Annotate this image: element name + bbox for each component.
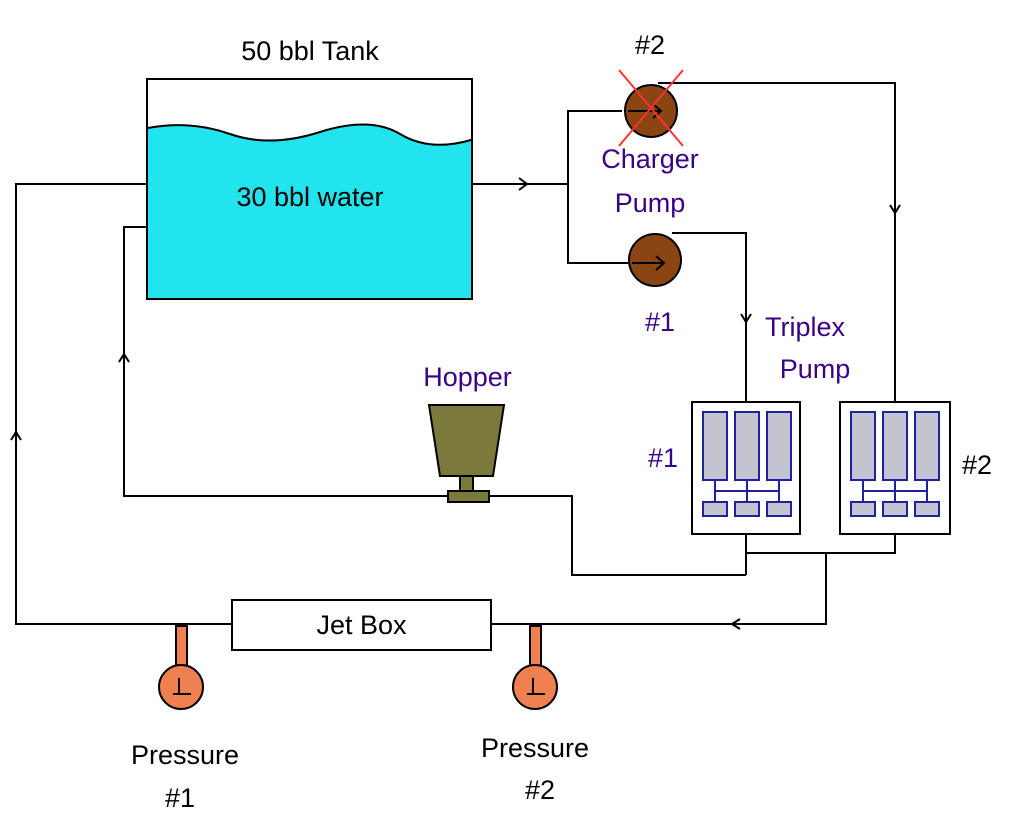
water-surface (147, 123, 472, 146)
charger-pump-2-arrowhead (652, 103, 663, 119)
triplex-1-crank-a (702, 501, 728, 517)
triplex-1-cylinder-a (702, 411, 728, 481)
triplex-2-cylinder-c (914, 411, 940, 481)
failure-x-mark-b (618, 69, 684, 147)
pressure-1-label-line2: #1 (164, 783, 196, 813)
arrow-down-triplex1 (740, 313, 752, 324)
tank-title: 50 bbl Tank (241, 36, 379, 66)
pipe-left-return (15, 183, 232, 625)
gauge-1-needle (173, 678, 191, 695)
charger-pump-label-line2: Pump (614, 188, 686, 218)
gauge-1-stem (175, 625, 188, 667)
arrow-left-discharge (730, 618, 741, 630)
pipe-triplex2-out (746, 534, 896, 554)
gauge-2-dial (512, 664, 558, 710)
triplex-pump-label-line1: Triplex (764, 312, 845, 342)
hopper-funnel (427, 404, 506, 477)
jet-box-label: Jet Box (316, 610, 407, 640)
pipe-charger2-to-triplex2 (658, 82, 896, 402)
triplex-pump-1-id: #1 (648, 443, 679, 473)
triplex-pump-2-id: #2 (962, 450, 993, 480)
charger-pump-1[interactable] (628, 233, 682, 287)
pressure-gauge-1[interactable] (158, 625, 204, 710)
arrow-down-right (889, 204, 901, 215)
charger-pump-label-line1: Charger (601, 144, 699, 174)
pipe-discharge (491, 553, 827, 625)
pressure-1-label-line1: Pressure (130, 740, 240, 770)
hopper-base (447, 490, 490, 503)
pipe-charger-manifold (567, 110, 632, 264)
triplex-pump-2[interactable] (839, 401, 951, 535)
charger-pump-2[interactable] (618, 69, 684, 147)
gauge-2-needle (527, 678, 545, 695)
jet-box[interactable] (231, 599, 492, 651)
triplex-2-cylinder-a (850, 411, 876, 481)
triplex-1-cylinder-b (734, 411, 760, 481)
hopper-icon[interactable] (427, 404, 506, 503)
hopper-neck (459, 475, 474, 493)
triplex-1-crank-c (766, 501, 792, 517)
hopper-label: Hopper (423, 362, 512, 392)
piping (15, 82, 896, 626)
triplex-2-crank-b (882, 501, 908, 517)
arrow-up-left (10, 430, 22, 441)
triplex-2-rods (862, 480, 928, 502)
tank-contents: 30 bbl water (236, 182, 384, 212)
flow-arrows (10, 177, 901, 630)
charger-pump-1-body (628, 233, 682, 287)
triplex-2-cylinder-b (882, 411, 908, 481)
charger-pump-2-id: #2 (634, 30, 666, 60)
triplex-2-crank-a (850, 501, 876, 517)
triplex-pump-1[interactable] (691, 401, 801, 535)
pressure-2-label-line1: Pressure (480, 733, 590, 763)
triplex-1-crank-b (734, 501, 760, 517)
pipe-hopper-return (123, 226, 746, 576)
gauge-1-dial (158, 664, 204, 710)
triplex-1-cylinder-c (766, 411, 792, 481)
triplex-1-rods (714, 480, 780, 502)
charger-pump-1-id: #1 (644, 307, 676, 337)
tank-water (148, 124, 471, 299)
triplex-pump-label-line2: Pump (779, 354, 851, 384)
arrow-right-outlet (518, 177, 529, 191)
charger-pump-1-arrowhead (655, 255, 666, 271)
pressure-2-label-line2: #2 (524, 775, 556, 805)
tank (146, 78, 473, 300)
pressure-gauge-2[interactable] (512, 625, 558, 710)
arrow-up-inner (118, 352, 130, 363)
gauge-2-stem (529, 625, 542, 667)
pipe-charger1-to-triplex1 (672, 232, 747, 402)
triplex-2-crank-c (914, 501, 940, 517)
